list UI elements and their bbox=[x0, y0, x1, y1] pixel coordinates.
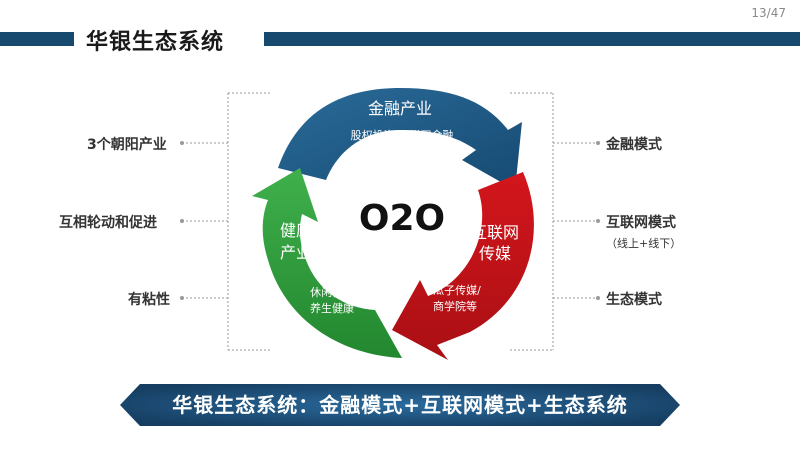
media-arrow bbox=[392, 172, 534, 360]
right-label-internet-mode: 互联网模式 bbox=[606, 215, 676, 231]
finance-subtitle: 股权投资/互联网金融 bbox=[351, 128, 454, 142]
left-connector-dots bbox=[180, 141, 184, 300]
media-title-line1: 互联网 bbox=[471, 223, 519, 242]
bottom-banner-text: 华银生态系统：金融模式+互联网模式+生态系统 bbox=[172, 393, 628, 417]
health-title-line2: 产业 bbox=[280, 243, 312, 262]
title-bar: 华银生态系统 bbox=[0, 23, 800, 55]
right-label-ecosystem-mode: 生态模式 bbox=[606, 292, 662, 308]
media-subtitle-line2: 商学院等 bbox=[433, 299, 477, 313]
health-arrow bbox=[252, 168, 402, 358]
health-subtitle-line1: 休闲健康/ bbox=[310, 285, 358, 299]
page-title: 华银生态系统 bbox=[86, 30, 225, 55]
health-title-line1: 健康 bbox=[280, 221, 312, 240]
right-sublabel-online-offline: （线上+线下） bbox=[606, 237, 682, 250]
finance-arrow bbox=[278, 88, 522, 190]
bottom-banner: 华银生态系统：金融模式+互联网模式+生态系统 bbox=[120, 384, 680, 426]
bottom-banner-shape bbox=[120, 384, 680, 426]
center-o2o: O2O bbox=[359, 198, 445, 239]
right-connector-dots bbox=[596, 141, 600, 300]
right-connectors bbox=[510, 92, 598, 351]
left-label-mutual-promotion: 互相轮动和促进 bbox=[59, 215, 157, 231]
left-label-sticky: 有粘性 bbox=[128, 292, 170, 308]
media-title-line2: 传媒 bbox=[479, 244, 511, 263]
media-subtitle-line1: 瓜子传媒/ bbox=[433, 284, 481, 297]
left-label-industries: 3个朝阳产业 bbox=[87, 137, 167, 153]
health-subtitle-line2: 养生健康 bbox=[310, 301, 354, 315]
right-label-finance-mode: 金融模式 bbox=[606, 137, 662, 153]
left-connectors bbox=[182, 92, 270, 351]
title-box bbox=[74, 23, 264, 53]
page-number: 13/47 bbox=[751, 6, 786, 20]
finance-title: 金融产业 bbox=[368, 99, 432, 118]
